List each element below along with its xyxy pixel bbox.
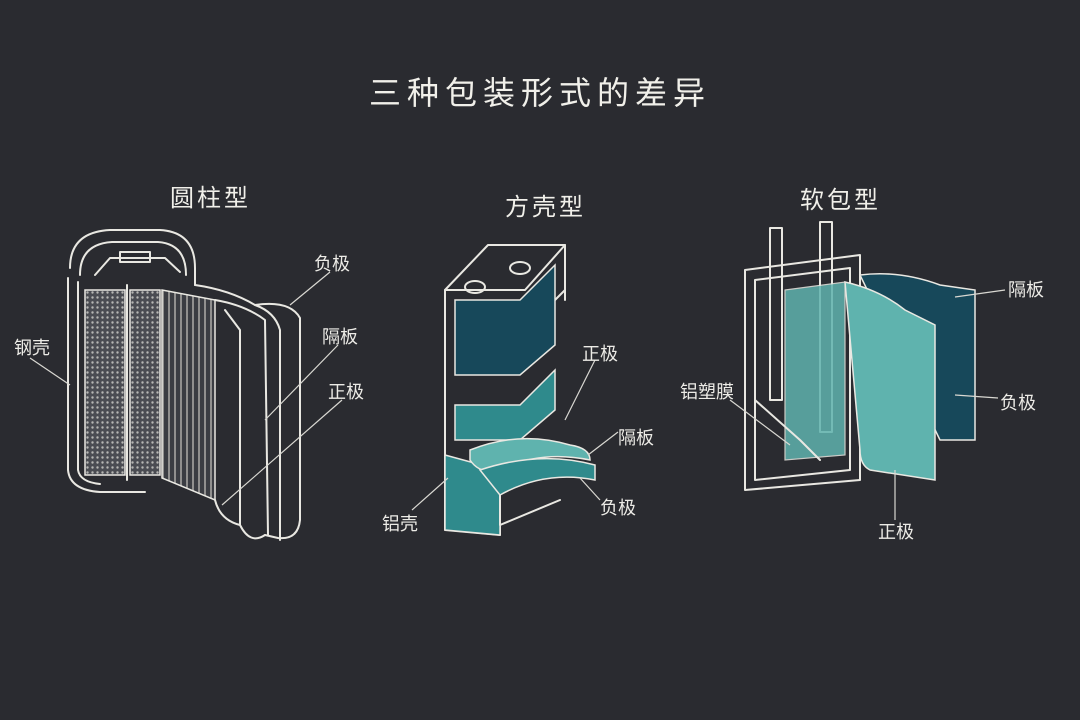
cylindrical-title: 圆柱型 — [170, 184, 251, 212]
prismatic-label-shell: 铝壳 — [382, 514, 418, 535]
pouch-label-positive: 正极 — [878, 522, 914, 543]
cylindrical-label-separator: 隔板 — [322, 327, 358, 348]
cylindrical-label-shell: 钢壳 — [14, 338, 50, 359]
prismatic-label-negative: 负极 — [600, 498, 636, 519]
pouch-label-separator: 隔板 — [1008, 280, 1044, 301]
prismatic-title: 方壳型 — [505, 193, 586, 221]
pouch-title: 软包型 — [800, 186, 881, 214]
pouch-cell-drawing — [729, 221, 1006, 520]
prismatic-cell-drawing — [411, 244, 619, 536]
cylindrical-label-negative: 负极 — [314, 254, 350, 275]
prismatic-label-separator: 隔板 — [618, 428, 654, 449]
prismatic-label-positive: 正极 — [582, 344, 618, 365]
diagram-title: 三种包装形式的差异 — [368, 74, 711, 112]
cylindrical-cell-drawing — [29, 229, 343, 541]
pouch-label-film: 铝塑膜 — [680, 382, 734, 403]
cylindrical-label-positive: 正极 — [328, 382, 364, 403]
pouch-label-negative: 负极 — [1000, 393, 1036, 414]
